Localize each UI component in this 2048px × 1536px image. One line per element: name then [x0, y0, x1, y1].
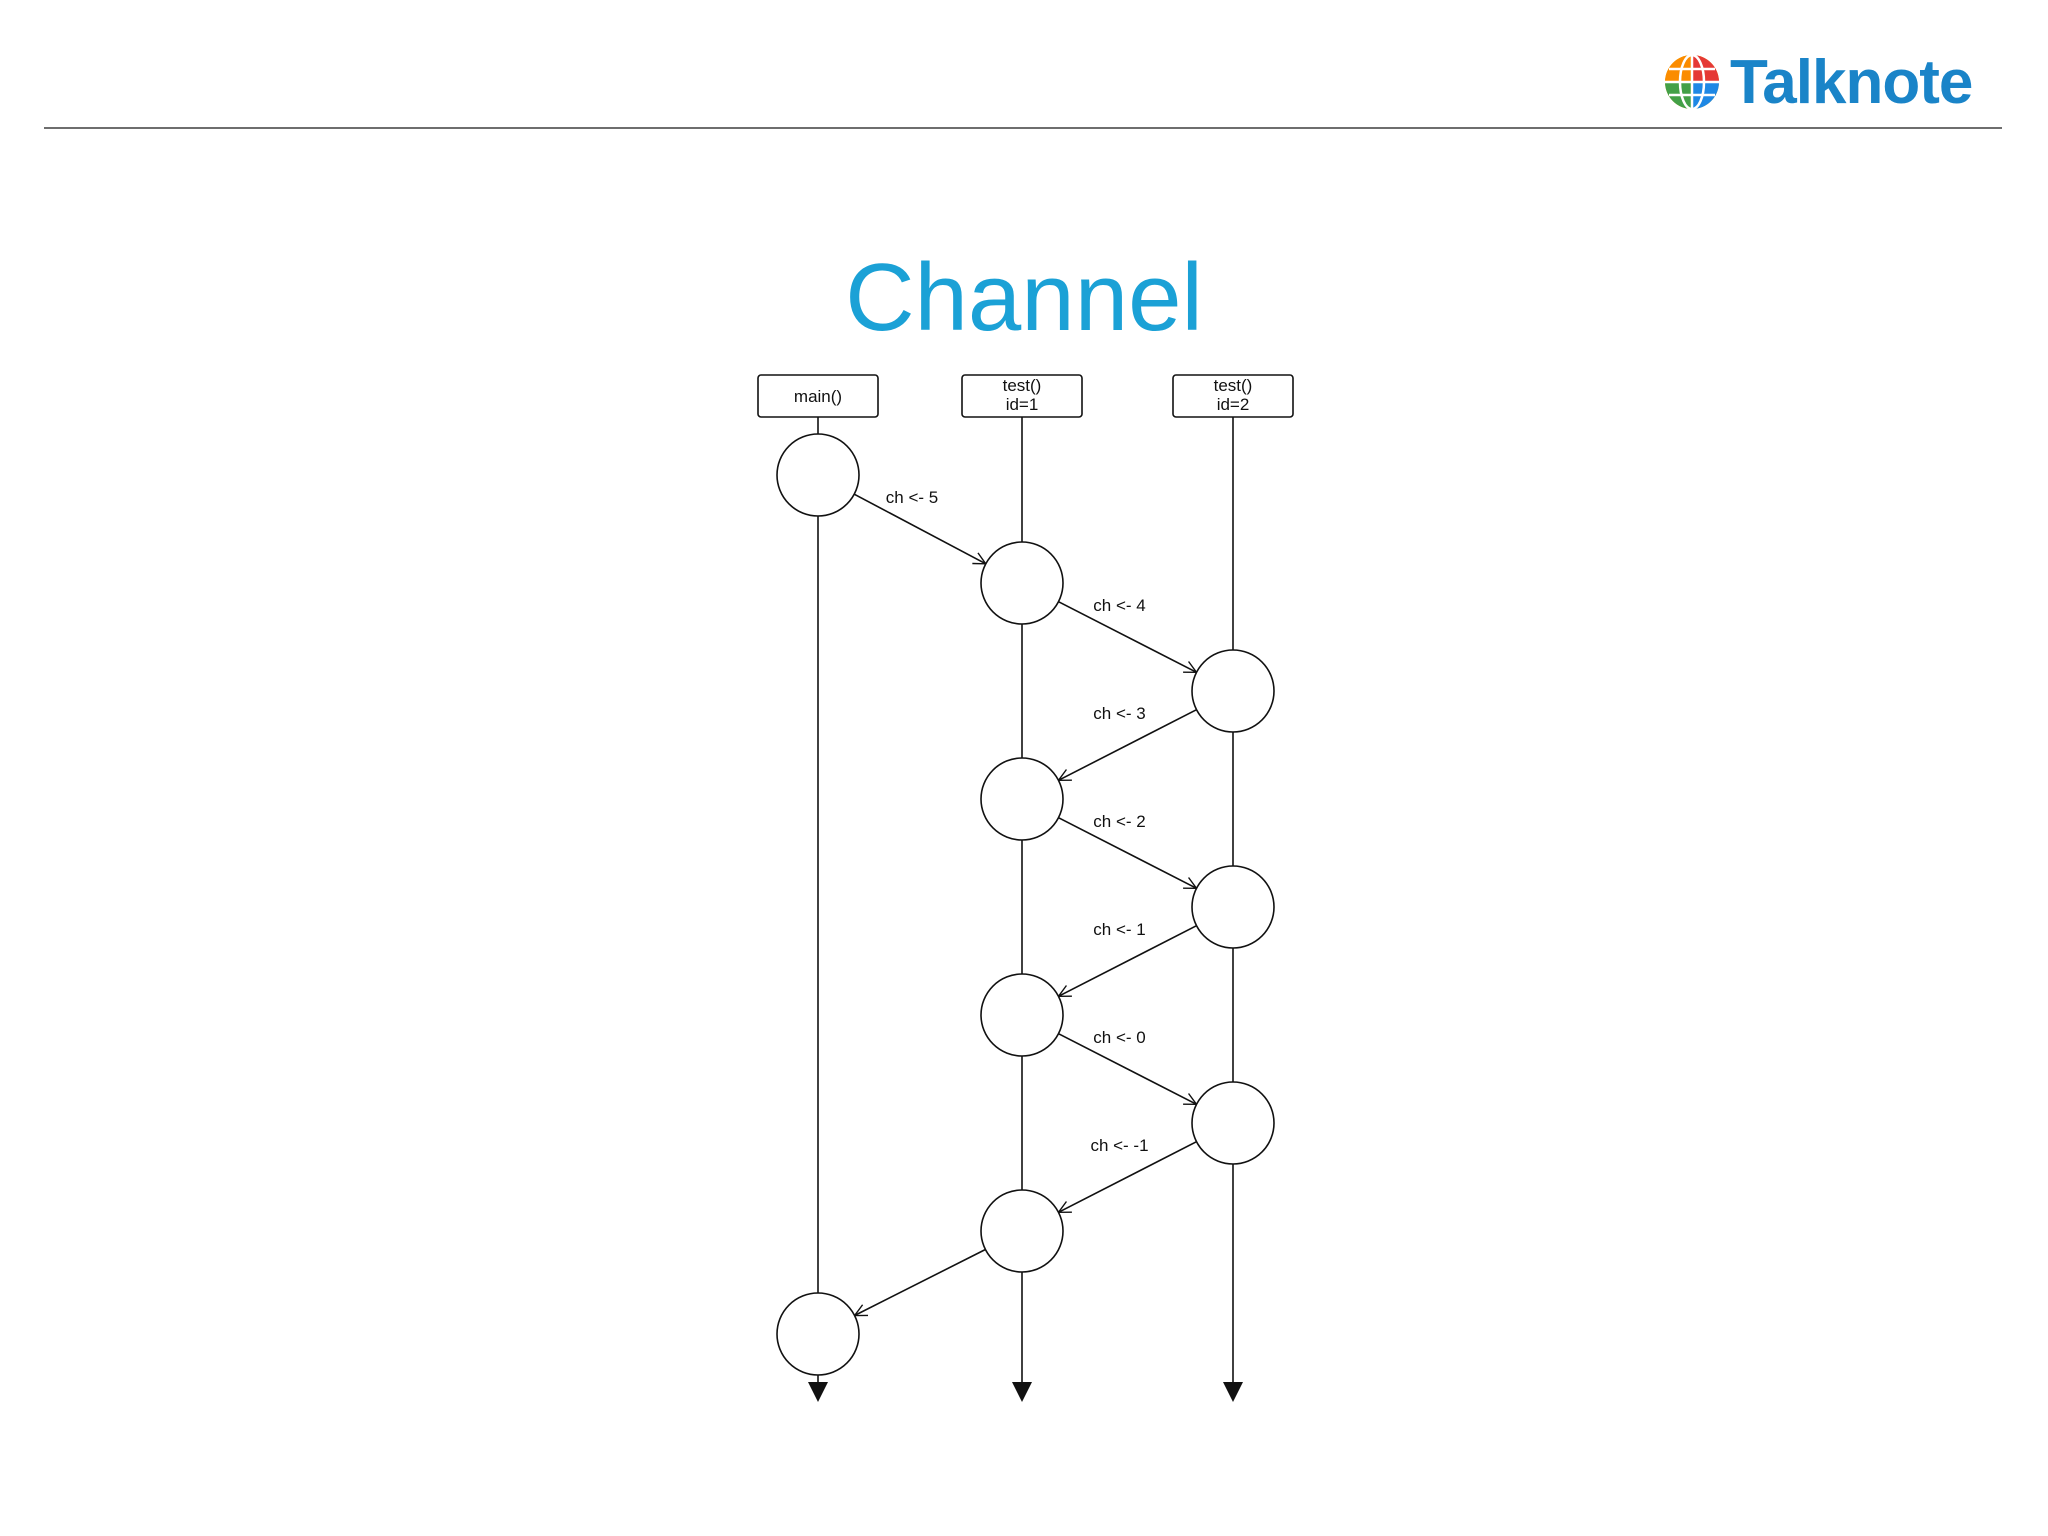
lane-header-main [757, 374, 879, 418]
message-label: ch <- 1 [1093, 920, 1145, 939]
activation-node [1191, 649, 1275, 733]
message-arrow [1058, 600, 1196, 673]
message-arrow [855, 1248, 986, 1317]
message-arrow [1058, 924, 1197, 997]
lifeline-end-arrow [808, 1382, 828, 1402]
talknote-logo: Talknote [1662, 48, 1973, 117]
activation-node [980, 541, 1064, 625]
message-label: ch <- 4 [1093, 596, 1145, 615]
message-arrow [853, 493, 986, 564]
message-arrow [1058, 1140, 1197, 1213]
header-divider [44, 127, 2002, 129]
message-label: ch <- 0 [1093, 1028, 1145, 1047]
brand-name: Talknote [1730, 47, 1973, 117]
activation-node [1191, 865, 1275, 949]
activation-node [1191, 1081, 1275, 1165]
lane-label: id=1 [1006, 395, 1039, 414]
message-label: ch <- 2 [1093, 812, 1145, 831]
lane-header-t1 [961, 374, 1083, 418]
message-label: ch <- 3 [1093, 704, 1145, 723]
activation-node [980, 1189, 1064, 1273]
globe-icon [1665, 53, 1719, 111]
message-label: ch <- -1 [1090, 1136, 1148, 1155]
page-title: Channel [845, 244, 1203, 351]
lifeline-end-arrow [1012, 1382, 1032, 1402]
message-label: ch <- 5 [886, 488, 938, 507]
lane-label: test() [1003, 376, 1042, 395]
lane-label: main() [794, 387, 842, 406]
activation-node [980, 973, 1064, 1057]
activation-node [776, 433, 860, 517]
message-arrow [1058, 708, 1197, 781]
lane-label: id=2 [1217, 395, 1250, 414]
lane-label: test() [1214, 376, 1253, 395]
lane-header-t2 [1172, 374, 1294, 418]
lifeline-end-arrow [1223, 1382, 1243, 1402]
activation-node [776, 1292, 860, 1376]
message-arrow [1058, 1032, 1196, 1105]
activation-node [980, 757, 1064, 841]
message-arrow [1058, 816, 1196, 889]
